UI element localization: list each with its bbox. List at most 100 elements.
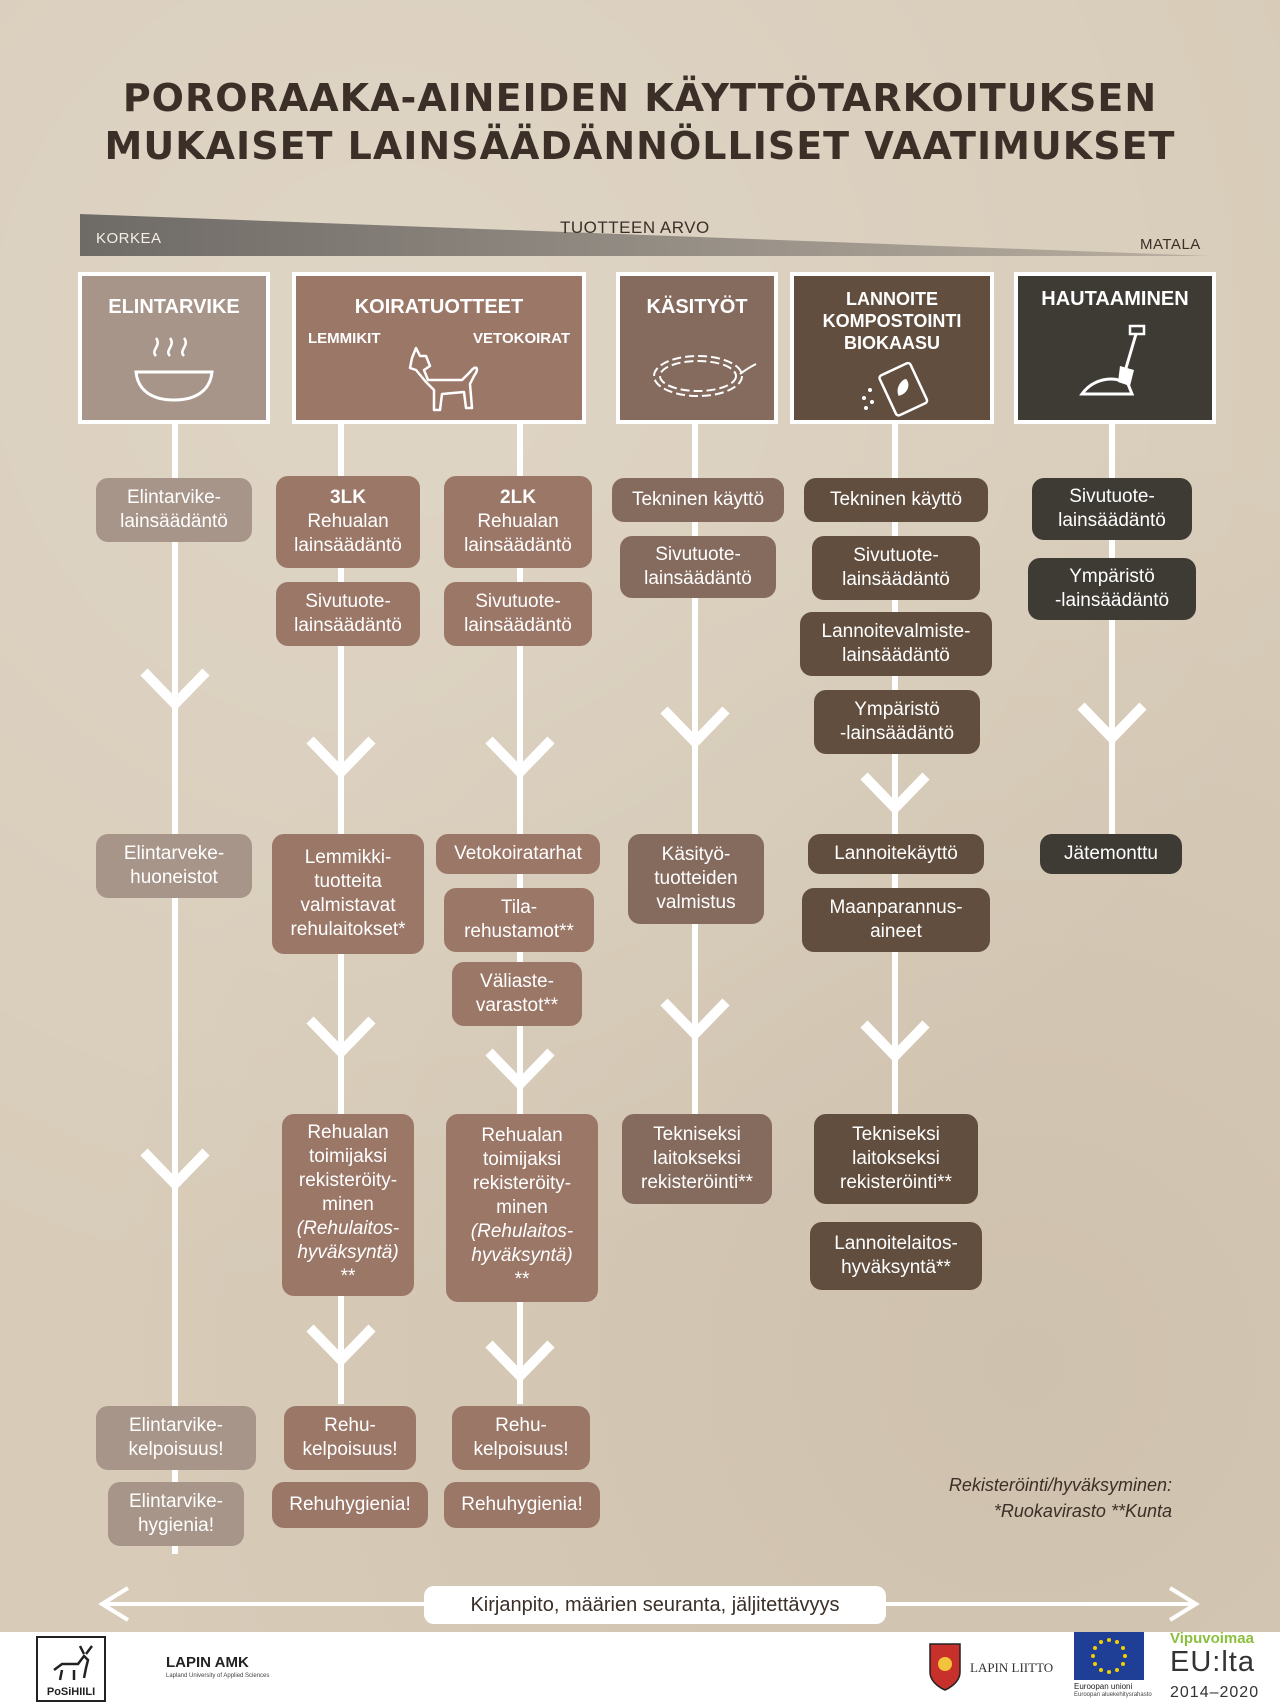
vipuvoimaa-logo-main: EU:lta [1170, 1646, 1255, 1678]
box-fert-environment: Ympäristö -lainsäädäntö [814, 690, 980, 754]
chevron-down-icon [306, 1324, 376, 1368]
category-fertilizer-title-3: BIOKAASU [843, 333, 940, 353]
chevron-down-icon [140, 668, 210, 712]
box-pet-class: 3LK [330, 487, 366, 508]
box-sled-kennels: Vetokoiratarhat [436, 834, 600, 874]
box-pet-approval-mark: ** [340, 1266, 356, 1287]
box-pet-approval-text: (Rehulaitos- hyväksyntä) [296, 1218, 400, 1263]
box-sled-intermediate-storage: Väliaste- varastot** [452, 962, 582, 1026]
dog-icon [408, 346, 479, 412]
box-sled-registration-text: Rehualan toimijaksi rekisteröity- minen [472, 1125, 572, 1218]
eu-logo-text: Euroopan unioni [1074, 1682, 1133, 1691]
legend-note-authorities: *Ruokavirasto **Kunta [993, 1501, 1172, 1521]
reindeer-icon [53, 1645, 93, 1681]
category-food-title: ELINTARVIKE [108, 296, 240, 318]
lapin-liitto-logo: LAPIN LIITTO [970, 1660, 1054, 1675]
box-burial-pit: Jätemonttu [1040, 834, 1182, 874]
chevron-down-icon [306, 736, 376, 780]
chevron-down-icon [485, 1340, 555, 1384]
chevron-down-icon [1077, 702, 1147, 746]
chevron-down-icon [485, 1048, 555, 1092]
box-sled-feed-legislation: 2LK Rehualan lainsäädäntö [444, 476, 592, 568]
legend-note: Rekisteröinti/hyväksyminen: *Ruokavirast… [860, 1472, 1172, 1524]
box-fert-fertilizer-use: Lannoitekäyttö [808, 834, 984, 874]
box-fert-fertilizer-legislation: Lannoitevalmiste- lainsäädäntö [800, 612, 992, 676]
category-dog-products: KOIRATUOTTEET LEMMIKIT VETOKOIRAT [292, 272, 586, 424]
box-sled-feed-hygiene: Rehuhygienia! [444, 1482, 600, 1528]
box-fert-byproduct: Sivutuote- lainsäädäntö [812, 536, 980, 600]
page-title-line1: PORORAAKA-AINEIDEN KÄYTTÖTARKOITUKSEN [122, 76, 1158, 120]
box-fert-plant-approval: Lannoitelaitos- hyväksyntä** [810, 1222, 982, 1290]
flow-line-craft [692, 424, 698, 1134]
box-pet-registration: Rehualan toimijaksi rekisteröity- minen … [282, 1114, 414, 1296]
box-sled-farm-feed-mills: Tila- rehustamot** [444, 888, 594, 952]
box-sled-approval-mark: ** [514, 1269, 530, 1290]
box-fert-registration: Tekniseksi laitokseksi rekisteröinti** [814, 1114, 978, 1204]
box-craft-technical-use: Tekninen käyttö [612, 478, 784, 522]
eu-logo-subtext: Euroopan aluekehitysrahasto [1074, 1692, 1152, 1698]
vipuvoimaa-logo-top: Vipuvoimaa [1170, 1630, 1254, 1647]
box-sled-feed-legislation-text: Rehualan lainsäädäntö [464, 511, 572, 556]
value-scale-wedge [80, 214, 1210, 256]
chevron-down-icon [485, 736, 555, 780]
shovel-icon [1079, 324, 1146, 396]
category-crafts: KÄSITYÖT [616, 272, 778, 424]
value-low-label: MATALA [1140, 236, 1201, 253]
value-scale-label: TUOTTEEN ARVO [560, 218, 710, 237]
posihiili-logo-text: PoSiHIILI [46, 1686, 96, 1698]
posihiili-logo: PoSiHIILI [36, 1636, 106, 1702]
box-pet-feed-plants: Lemmikki- tuotteita valmistavat rehulait… [272, 834, 424, 954]
value-high-label: KORKEA [96, 230, 162, 247]
box-craft-registration: Tekniseksi laitokseksi rekisteröinti** [622, 1114, 772, 1204]
box-pet-registration-text: Rehualan toimijaksi rekisteröity- minen [298, 1122, 398, 1215]
category-crafts-title: KÄSITYÖT [646, 296, 748, 318]
chevron-down-icon [306, 1016, 376, 1060]
box-pet-feed-legislation-text: Rehualan lainsäädäntö [294, 511, 402, 556]
bottom-track-label: Kirjanpito, määrien seuranta, jäljitettä… [424, 1586, 886, 1624]
box-burial-byproduct: Sivutuote- lainsäädäntö [1032, 478, 1192, 540]
vipuvoimaa-logo-years: 2014–2020 [1170, 1684, 1260, 1701]
box-fert-technical-use: Tekninen käyttö [804, 478, 988, 522]
chevron-down-icon [860, 1020, 930, 1064]
box-fert-soil-improvers: Maanparannus- aineet [802, 888, 990, 952]
box-craft-byproduct: Sivutuote- lainsäädäntö [620, 536, 776, 598]
chevron-down-icon [860, 772, 930, 816]
category-burial: HAUTAAMINEN [1014, 272, 1216, 424]
box-craft-manufacturing: Käsityö- tuotteiden valmistus [628, 834, 764, 924]
box-food-hygiene: Elintarvike- hygienia! [108, 1482, 244, 1546]
category-burial-title: HAUTAAMINEN [1041, 288, 1189, 310]
chevron-down-icon [660, 998, 730, 1042]
category-fertilizer-title-2: KOMPOSTOINTI [822, 311, 962, 331]
box-sled-feed-fitness: Rehu- kelpoisuus! [452, 1406, 590, 1470]
box-sled-class: 2LK [500, 487, 536, 508]
box-pet-byproduct: Sivutuote- lainsäädäntö [276, 582, 420, 646]
box-food-legislation: Elintarvike- lainsäädäntö [96, 478, 252, 542]
legend-note-title: Rekisteröinti/hyväksyminen: [948, 1475, 1172, 1495]
box-pet-feed-fitness: Rehu- kelpoisuus! [284, 1406, 416, 1470]
box-food-fitness: Elintarvike- kelpoisuus! [96, 1406, 256, 1470]
chevron-down-icon [660, 706, 730, 750]
lapin-amk-logo: LAPIN AMK [166, 1654, 249, 1671]
box-pet-feed-legislation: 3LK Rehualan lainsäädäntö [276, 476, 420, 568]
box-pet-feed-hygiene: Rehuhygienia! [272, 1482, 428, 1528]
category-fertilizer: LANNOITE KOMPOSTOINTI BIOKAASU [790, 272, 994, 424]
steaming-bowl-icon [134, 337, 214, 402]
chevron-down-icon [140, 1148, 210, 1192]
category-dog-title: KOIRATUOTTEET [354, 296, 524, 318]
fertilizer-bag-icon [862, 361, 929, 417]
box-sled-byproduct: Sivutuote- lainsäädäntö [444, 582, 592, 646]
lapin-amk-logo-sub: Lapland University of Applied Sciences [166, 1673, 270, 1679]
box-burial-environment: Ympäristö -lainsäädäntö [1028, 558, 1196, 620]
category-fertilizer-title-1: LANNOITE [846, 289, 938, 309]
box-sled-registration: Rehualan toimijaksi rekisteröity- minen … [446, 1114, 598, 1302]
woven-ring-icon [653, 355, 757, 397]
footer-bar [0, 1632, 1280, 1707]
box-sled-approval-text: (Rehulaitos- hyväksyntä) [470, 1221, 574, 1266]
flow-line-burial [1109, 424, 1115, 864]
eu-flag-icon [1074, 1632, 1144, 1680]
category-food: ELINTARVIKE [78, 272, 270, 424]
flow-line-food [172, 424, 178, 1554]
lapin-liitto-crest-icon [929, 1643, 961, 1691]
category-dog-pets-label: LEMMIKIT [308, 330, 381, 347]
